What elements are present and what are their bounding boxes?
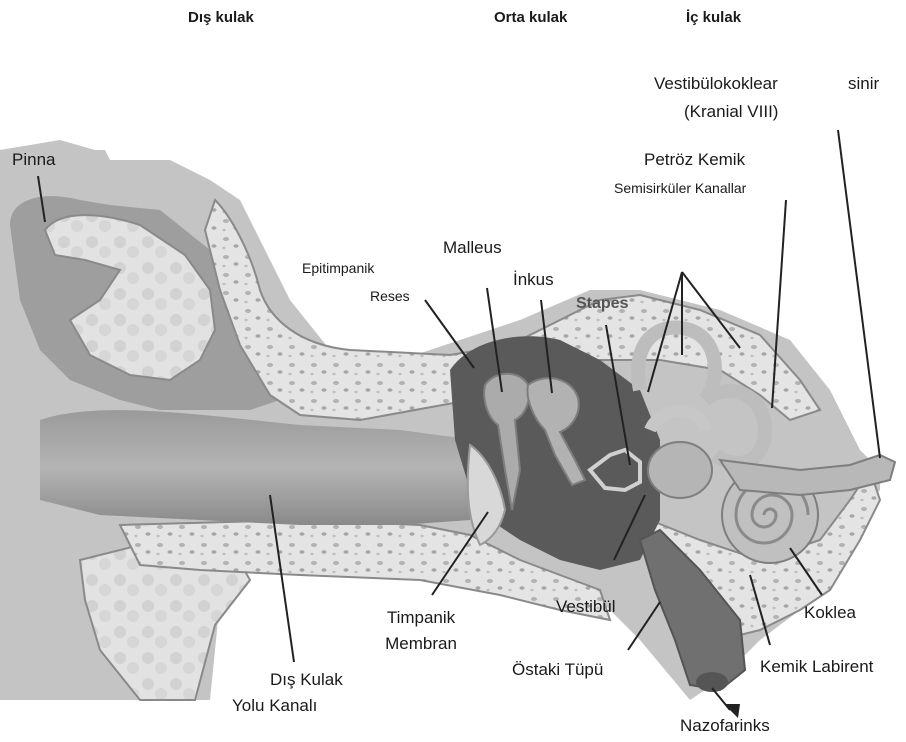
leader-nerve: [838, 130, 880, 458]
label-cochlea: Koklea: [804, 603, 856, 623]
label-tympanic-1: Timpanik: [386, 608, 456, 628]
label-incus: İnkus: [513, 270, 554, 290]
label-vestibulocochlear-sinir: sinir: [848, 74, 879, 94]
label-eustachian-tube: Östaki Tüpü: [512, 660, 603, 680]
label-malleus: Malleus: [443, 238, 502, 258]
label-semicircular-canals: Semisirküler Kanallar: [614, 178, 746, 198]
label-vestibulocochlear-2: (Kranial VIII): [684, 102, 778, 122]
label-tympanic-2: Membran: [376, 634, 466, 654]
label-nasopharynx: Nazofarinks: [680, 716, 770, 736]
label-vestibule: Vestibül: [556, 597, 616, 617]
header-middle-ear: Orta kulak: [494, 9, 567, 26]
label-epitympanic-1: Epitimpanik: [302, 258, 374, 278]
label-bony-labyrinth: Kemik Labirent: [760, 657, 873, 677]
header-inner-ear: İç kulak: [686, 9, 741, 26]
label-canal-2: Yolu Kanalı: [232, 696, 317, 716]
header-outer-ear: Dış kulak: [188, 9, 254, 26]
label-epitympanic-2: Reses: [370, 286, 410, 306]
label-canal-1: Dış Kulak: [270, 670, 343, 690]
label-vestibulocochlear-1: Vestibülokoklear: [654, 74, 778, 94]
label-pinna: Pinna: [12, 150, 55, 170]
label-stapes: Stapes: [576, 294, 628, 314]
label-petrous-bone: Petröz Kemik: [644, 150, 745, 170]
vestibule-shape: [648, 442, 712, 498]
